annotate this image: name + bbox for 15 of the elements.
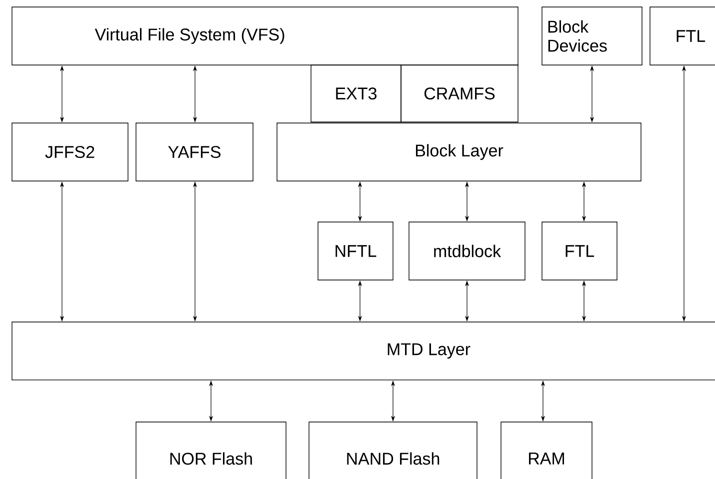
layer-box: MTD Layer	[12, 322, 715, 380]
chip-box: RAM	[500, 422, 592, 479]
layer-box: Block Layer	[276, 122, 642, 182]
translation-layer-box: FTL	[542, 222, 618, 280]
chip-box: NOR Flash	[136, 422, 286, 479]
filesystem-box: YAFFS	[136, 122, 254, 182]
device-box: Block Devices	[542, 6, 642, 66]
translation-layer-box: NFTL	[318, 222, 394, 280]
layer-box: Virtual File System (VFS)	[12, 6, 518, 66]
filesystem-box: EXT3	[310, 64, 402, 122]
chip-box: NAND Flash	[308, 422, 478, 479]
filesystem-box: CRAMFS	[400, 64, 518, 122]
translation-layer-box: FTL	[650, 6, 715, 66]
translation-layer-box: mtdblock	[408, 222, 526, 280]
filesystem-box: JFFS2	[12, 122, 128, 182]
